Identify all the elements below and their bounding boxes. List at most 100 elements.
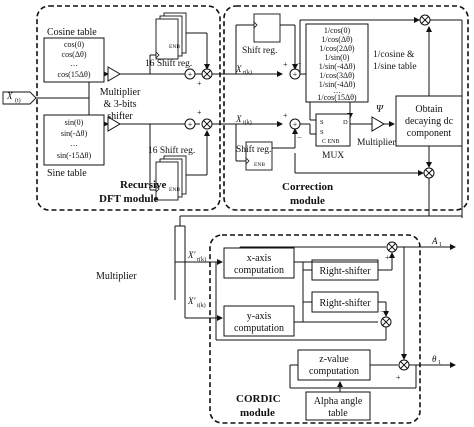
xr-prime-label: X′ [187,250,196,260]
svg-text:1/cos(2Δθ): 1/cos(2Δθ) [319,44,355,53]
svg-text:1/cos(15Δθ): 1/cos(15Δθ) [317,93,357,102]
mux-label: MUX [322,151,344,161]
shift-reg-lower-label: 16 Shift reg. [148,145,195,156]
sine-entry-3: sin(-15Δθ) [57,151,92,160]
middle-multiplier-label: Multiplier [96,271,137,282]
input-signal-tag: X (t) [2,91,37,105]
cordic-module-border [209,234,421,424]
sum-junction-cordic-x [386,241,398,253]
correction-module-title-2: module [290,195,325,207]
shift-register-correction-upper [253,13,281,43]
multiplier-shifter-label-1: Multiplier [100,87,141,98]
svg-text:+: + [293,120,298,129]
svg-text:1/cos(3Δθ): 1/cos(3Δθ) [319,71,355,80]
multiplier-shifter-label-3: shifter [107,111,133,122]
xi-prime-label: X′ [187,296,196,306]
shift-register-stack-upper: ENB [155,12,187,60]
svg-text:ENB: ENB [254,162,265,168]
sum-junction-cordic-y [380,316,392,328]
cosine-entry-2: … [70,59,78,68]
svg-text:+: + [188,120,193,129]
svg-text:+: + [396,373,401,382]
svg-text:+: + [197,108,202,117]
svg-text:−: − [380,307,385,316]
svg-text:+: + [385,253,390,262]
svg-text:S: S [320,129,324,136]
psi-label: Ψ [376,104,384,115]
input-signal-sub: (t) [15,97,21,104]
svg-text:1/cos(0): 1/cos(0) [324,26,351,35]
svg-text:1/sin(-4Δθ): 1/sin(-4Δθ) [319,62,356,71]
svg-text:S: S [320,119,324,126]
reciprocal-table [305,23,369,103]
cosine-table-label: Cosine table [47,27,97,38]
svg-text:C ENB: C ENB [322,139,340,145]
recursive-module-title-2: DFT module [99,193,159,205]
shift-register-stack-lower: ENB [155,155,187,201]
cordic-module-title-1: CORDIC [236,393,281,405]
multiplier-sin [107,116,121,132]
svg-text:Right-shifter: Right-shifter [319,266,371,277]
svg-text:Alpha angle: Alpha angle [314,396,363,407]
svg-text:1/cos(Δθ): 1/cos(Δθ) [321,35,353,44]
xr-sub: r(k) [243,69,252,76]
cosine-table [43,37,105,83]
shift-reg-upper-label: 16 Shift reg. [145,58,192,69]
sine-entry-2: … [70,139,78,148]
sum-junction-lower-1: + [184,118,196,130]
recursive-dft-module-border [36,5,221,211]
correction-module-border [223,5,469,211]
reciprocal-table-label-2: 1/sine table [373,62,417,72]
input-signal-label: X [6,91,13,101]
multiplier-shifter-label-2: & 3-bits [103,99,136,110]
mux: S S D C ENB [315,113,351,147]
xr-label: X [235,64,242,74]
sine-table-label: Sine table [47,168,87,179]
sum-junction-upper-2 [201,68,213,80]
svg-text:Right-shifter: Right-shifter [319,298,371,309]
cosine-entry-0: cos(0) [64,40,84,49]
svg-text:computation: computation [234,323,284,334]
svg-text:+: + [188,70,193,79]
output-theta-sub: 1 [438,360,441,366]
x-axis-computation [223,247,295,279]
y-axis-computation [223,305,295,337]
svg-text:+: + [293,70,298,79]
sum-junction-top [419,14,431,26]
xi-prime-sub: i(k) [197,302,206,309]
svg-text:1/sin(-4Δθ): 1/sin(-4Δθ) [319,80,356,89]
svg-text:Obtain: Obtain [415,104,442,115]
svg-text:computation: computation [234,265,284,276]
reciprocal-table-entries: 1/cos(0) 1/cos(Δθ) 1/cos(2Δθ) 1/sin(0) 1… [317,26,357,102]
correction-shift-reg-upper-label: Shift reg. [242,45,277,56]
svg-text:+: + [197,79,202,88]
svg-text:computation: computation [309,366,359,377]
sum-junction-lower-2 [201,118,213,130]
alpha-angle-table [305,391,371,421]
sine-table [43,114,105,166]
shift-register-correction-lower: ENB [245,141,273,171]
cosine-entry-1: cos(Δθ) [62,50,87,59]
correction-shift-reg-lower-label: Shift reg. [236,144,271,155]
correction-module-title-1: Correction [282,181,333,193]
sum-junction-corr-upper: + [289,68,301,80]
svg-text:1/sin(0): 1/sin(0) [325,53,350,62]
output-theta-label: θ [432,354,437,364]
svg-text:x-axis: x-axis [247,253,272,264]
sum-junction-bottom [423,167,435,179]
sum-junction-cordic-z [398,359,410,371]
sum-junction-upper-1: + [184,68,196,80]
sum-junction-corr-lower: + [289,118,301,130]
svg-text:+: + [283,60,288,69]
svg-text:ENB: ENB [169,44,180,50]
output-a-sub: 1 [439,242,442,248]
svg-text:y-axis: y-axis [247,311,272,322]
xi-label: X [235,114,242,124]
cosine-entry-3: cos(15Δθ) [58,70,91,79]
output-a-label: A [431,236,438,246]
xi-sub: i(k) [243,119,252,126]
svg-text:…: … [333,86,341,95]
multiplier-psi-label: Multiplier [357,138,396,148]
